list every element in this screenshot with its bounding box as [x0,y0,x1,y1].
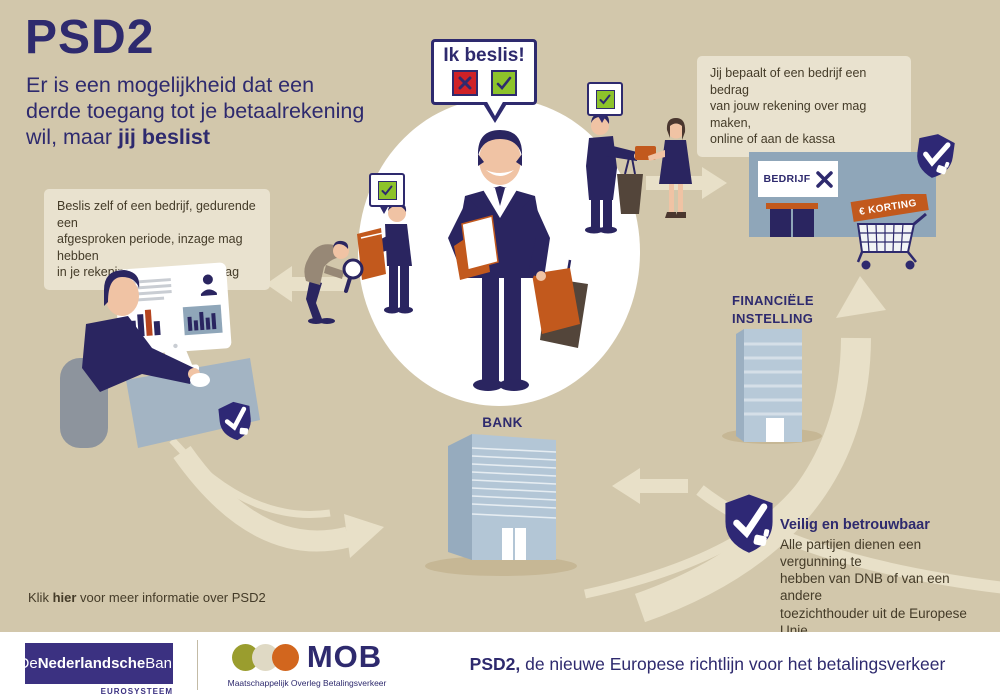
orange-folder [357,228,386,280]
shopping-bag [617,174,643,214]
arrow-up-thin-curve [584,467,816,599]
seated-person-body [82,316,194,392]
subtitle-line-1: Er is een mogelijkheid dat een [26,73,315,97]
inspector-with-magnifier-illustration [304,240,364,324]
approval-bubble [369,173,405,214]
checkmark-icon [490,70,517,96]
footer-divider [197,640,198,690]
shopping-cart-icon: € KORTING [850,194,929,270]
arrow-left-to-bank [612,468,688,504]
speech-bubble-text: Ik beslis! [443,45,525,66]
mob-circle-orange [271,643,299,671]
mob-logo: MOB Maatschappelijk Overleg Betalingsver… [221,638,393,688]
computer-user-scene [60,262,260,448]
cross-icon [451,70,478,96]
shield-check-icon [218,401,251,441]
person-icon [200,274,217,296]
folder-paper [461,215,499,271]
checkmark-icon [377,180,397,200]
store-awning [766,203,818,209]
monitor [114,262,232,375]
dnb-eurosysteem-label: EUROSYSTEEM [100,687,173,696]
checkmark-icon [595,89,615,109]
more-info-line: Klik hier voor meer informatie over PSD2 [28,590,266,605]
person-with-folder-illustration [357,202,413,314]
bank-building [448,434,557,560]
magnifier-icon [342,258,364,293]
mouse [190,373,210,387]
central-person-illustration [448,130,588,391]
building-shadow [425,556,577,576]
store-sign: BEDRIJF [758,161,838,197]
page-subtitle: Er is een mogelijkheid dat een derde toe… [26,72,364,151]
safety-title: Veilig en betrouwbaar [780,517,930,533]
arrow-right-curve-head [344,514,384,558]
subtitle-line-2: derde toegang tot je betaalrekening [26,99,365,124]
arrow-right-curve [173,445,351,552]
payment-pair-illustration [585,113,692,234]
cross-icon [815,170,833,188]
approval-bubble [587,82,623,123]
financial-institution-building [736,329,802,442]
footer-tagline: PSD2, de nieuwe Europese richtlijn voor … [469,654,946,674]
shopping-bag-orange [532,268,580,334]
more-info-link[interactable]: hier [52,590,77,605]
speech-bubble-ik-beslis: Ik beslis! [431,39,537,123]
shield-check-icon [917,134,955,178]
store-door [770,209,814,237]
arrow-up-head [836,276,886,318]
mob-name: MOB [306,639,383,674]
shield-check-icon [725,494,773,553]
page-title: PSD2 [25,11,155,64]
subtitle-line-3: wil, maar jij beslist [26,125,210,150]
callout-betalen: Jij bepaalt of een bedrijf een bedrag va… [697,56,911,157]
financial-institution-label: FINANCIËLE INSTELLING [732,293,814,326]
dress [659,140,692,184]
subtitle-bold: jij beslist [117,125,210,150]
mob-subtitle: Maatschappelijk Overleg Betalingsverkeer [227,678,387,688]
bank-label: BANK [482,415,523,430]
